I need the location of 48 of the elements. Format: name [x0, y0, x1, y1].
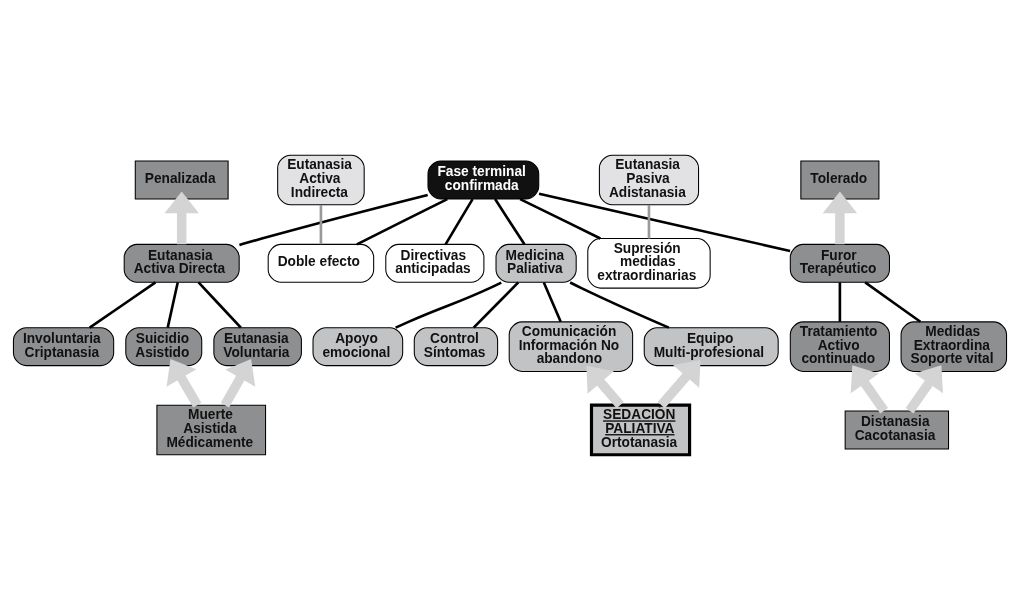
connector	[88, 280, 157, 329]
node-box: Fase terminal confirmada	[427, 160, 540, 199]
connector	[239, 193, 428, 246]
node-box: Equipo Multi-profesional	[643, 326, 779, 366]
connector	[472, 281, 520, 329]
connector	[319, 204, 323, 244]
node-box: Directivas anticipadas	[385, 243, 485, 283]
arrow	[220, 358, 256, 407]
connector	[542, 281, 562, 322]
node-box: Tolerado	[800, 160, 880, 199]
connector	[569, 280, 670, 329]
connector	[444, 197, 474, 245]
node-box: Supresión medidas extraordinarias	[587, 237, 711, 289]
node-box: Tratamiento Activo continuado	[789, 320, 890, 372]
node-box: Distanasia Cacotanasia	[844, 410, 950, 449]
connector	[356, 197, 448, 245]
node-box: Eutanasia Voluntaria	[213, 326, 302, 366]
node-box: Muerte Asistida Médicamente	[156, 404, 267, 455]
connector	[838, 281, 842, 322]
node-box: Eutanasia Pasiva Adistanasia	[598, 154, 700, 205]
node-box: SEDACIÓN PALIATIVA Ortotanasia	[589, 403, 692, 456]
node-box: Furor Terapéutico	[789, 243, 890, 283]
node-box: Suicidio Asistido	[125, 326, 203, 366]
arrow	[850, 364, 889, 414]
arrow	[164, 190, 199, 244]
connector	[395, 280, 502, 329]
node-box: Eutanasia Activa Directa	[123, 243, 240, 283]
node-box: Medidas Extraordina Soporte vital	[900, 320, 1008, 372]
connector	[538, 191, 791, 252]
arrow	[166, 358, 202, 407]
arrow	[905, 364, 943, 414]
connector	[493, 197, 526, 245]
connector	[647, 204, 651, 239]
arrow	[586, 365, 624, 408]
arrow	[657, 359, 701, 408]
node-box: Control Síntomas	[413, 326, 499, 366]
arrow	[822, 190, 858, 244]
node-box: Comunicación Información No abandono	[508, 320, 634, 372]
connector	[519, 197, 601, 240]
node-box: Medicina Paliativa	[495, 243, 577, 283]
node-box: Apoyo emocional	[312, 326, 404, 366]
connector	[166, 281, 179, 328]
node-box: Eutanasia Activa Indirecta	[277, 154, 365, 205]
node-box: Penalizada	[134, 160, 229, 199]
node-box: Involuntaria Criptanasia	[12, 326, 115, 366]
node-box: Doble efecto	[267, 243, 375, 283]
connector	[197, 281, 242, 329]
connector	[864, 280, 922, 323]
